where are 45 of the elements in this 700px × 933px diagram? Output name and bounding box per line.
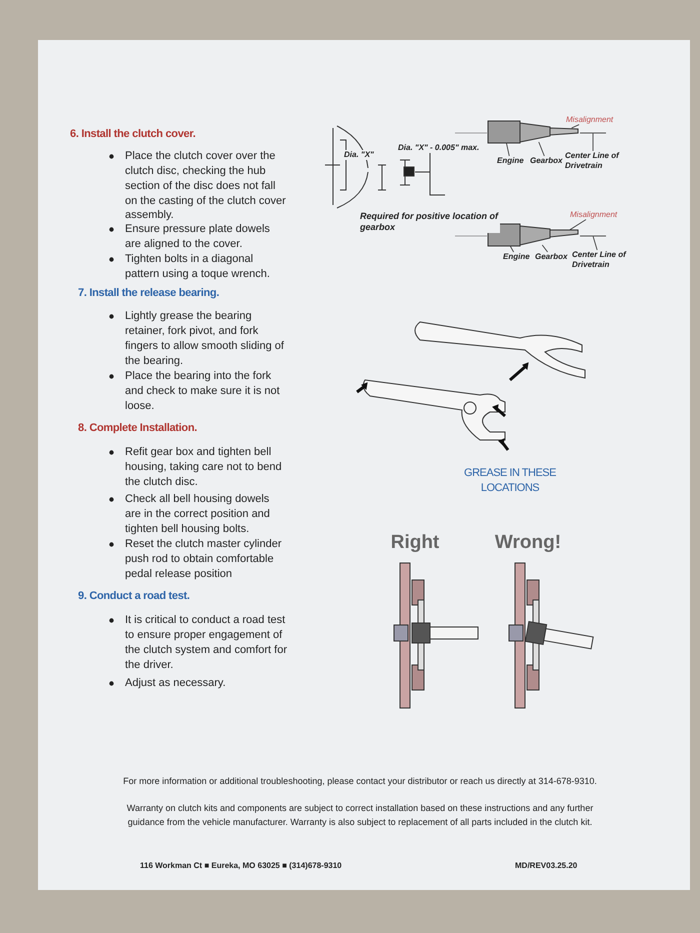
instruction-text: Lightly grease the bearing retainer, fork pivot, and fork fingers to allow smooth sliding of the bearing. [125,309,285,368]
leader-line [538,142,545,156]
step-heading: 6. Install the clutch cover. [70,127,196,142]
step-heading: 9. Conduct a road test. [78,589,190,604]
part-label: Gearbox [530,156,562,166]
figure-heading: Wrong! [494,531,562,555]
instruction-text: Tighten bolts in a diagonal pattern using a toque wrench. [125,252,271,282]
instruction-text: Place the clutch cover over the clutch disc, checking the hub section of the disc does not fall on the casting of the clutch cover assembly. [125,149,287,224]
leader-line [592,236,598,250]
leader-line [592,133,594,152]
output-shaft [550,127,578,136]
part-label: Misalignment [566,115,614,125]
part-label: Center Line of Drivetrain [572,250,628,270]
leader-line [571,124,580,128]
leader-line [510,246,514,252]
dimension-label: Dia. "X" - 0.005" max. [398,143,480,153]
instruction-text: Place the bearing into the fork and check to make sure it is not loose. [125,369,281,414]
address-text: 116 Workman Ct ■ Eureka, MO 63025 ■ (314)678-9310 [140,861,342,872]
leader-line [506,142,510,156]
leader-line [569,219,586,230]
gearbox-housing [520,122,550,143]
figure-caption: Required for positive location of gearbox [360,211,500,233]
footer-note: Warranty on clutch kits and components are subject to correct installation based on these instructions and any further guidance from the vehicle manufacturer. Warranty is also subject to replacement of all parts included in the clutch kit. [126,802,594,829]
instruction-text: Adjust as necessary. [125,676,226,691]
step-heading: 8. Complete Installation. [78,421,198,436]
instruction-text: Refit gear box and tighten bell housing, taking care not to bend the clutch disc. [125,445,283,490]
instruction-text: Reset the clutch master cylinder push rod to obtain comfortable pedal release position [125,537,283,582]
engine-block [488,120,520,144]
revision-code: MD/REV03.25.20 [515,861,578,872]
footer-note: For more information or additional troubleshooting, please contact your distributor or reach us directly at 314-678-9310. [122,775,598,788]
part-label: Engine [503,252,530,262]
gearbox-housing [520,225,550,246]
part-label: Gearbox [535,252,568,262]
dimension-label: Dia. "X" [344,150,374,160]
center-line [580,132,606,134]
part-label: Misalignment [570,210,618,220]
instruction-text: Ensure pressure plate dowels are aligned to the cover. [125,222,271,252]
part-label: Center Line of Drivetrain [565,151,621,170]
figure-heading: Right [390,531,440,555]
figure-caption: GREASE IN THESE LOCATIONS [463,466,557,496]
part-label: Engine [497,156,524,166]
instruction-text: It is critical to conduct a road test to ensure proper engagement of the clutch system and comfort for the driver. [125,613,288,672]
instruction-text: Check all bell housing dowels are in the correct position and tighten bell housing bolts. [125,492,271,537]
step-heading: 7. Install the release bearing. [78,286,220,301]
leader-line [542,244,548,252]
